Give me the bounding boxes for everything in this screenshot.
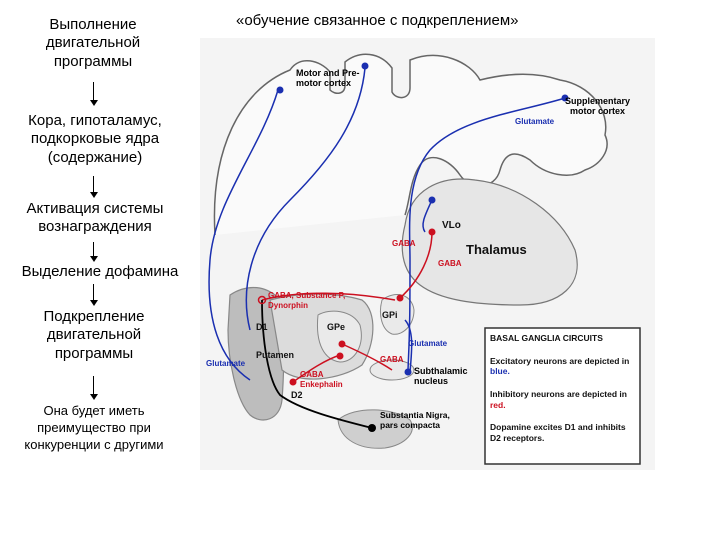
diagram-labels: Motor and Pre-motor cortex Supplementary… [206,68,631,431]
gpe-neuron-2 [336,352,344,360]
flow-arrow-4 [89,284,98,306]
flow-step-2: Кора, гипоталамус, подкорковые ядра (сод… [28,112,162,166]
legend-content: BASAL GANGLIA CIRCUITS Excitatory neuron… [490,333,636,443]
stn-neuron [404,368,412,376]
flow-step-5: Подкрепление двигательной программы [43,308,145,362]
supplementary-to-thalamus-fiber [407,97,566,371]
legend-inhibitory: Inhibitory neurons are depicted in red. [490,389,636,410]
putamen-shape [227,286,285,421]
excitatory-pathways [208,67,566,381]
glutamate-left-label: Glutamate [206,359,246,368]
flow-step-3: Активация системы вознаграждения [26,200,164,236]
glutamate-right-label: Glutamate [408,339,448,348]
gpi-label: GPi [382,310,398,320]
legend-content-wrap: BASAL GANGLIA CIRCUITS Excitatory neuron… [490,333,636,443]
legend-excitatory-text: Excitatory neurons are depicted in [490,355,630,366]
d2-label: D2 [291,390,303,400]
subthalamic-nucleus-label: Subthalamic nucleus [414,366,468,387]
stn-to-gpi-fiber [404,319,413,373]
d1-label: D1 [256,322,268,332]
page-title: «обучение связанное с подкреплением» [236,12,519,29]
legend-box [484,327,641,465]
gpi-neuron [396,294,404,302]
gaba-substance-p-wrap: GABA, Substance P, Dynorphin [268,291,346,310]
flow-step-4: Выделение дофамина [21,263,179,280]
legend-inhibitory-text: Inhibitory neurons are depicted in [490,388,627,399]
vlo-label: VLo [442,220,461,231]
flow-arrow-3 [89,242,98,262]
supplementary-motor-cortex-label: Supplementary motor cortex [564,96,631,117]
cortex-descending-fiber [208,89,279,381]
flow-arrow-5 [89,376,98,400]
putamen-label: Putamen [256,350,294,360]
substantia-nigra-label: Substantia Nigra, pars compacta [380,410,450,431]
gpe-label: GPe [327,322,345,332]
vlo-fiber [422,199,433,233]
thalamus-gaba-neuron [428,228,436,236]
gpe-to-stn-fiber [341,343,393,371]
supplementary-label-wrap: Supplementary motor cortex [564,96,631,117]
legend-dopamine: Dopamine excites D1 and inhibits D2 rece… [490,422,626,443]
vlo-neuron [428,196,436,204]
substantia-nigra-label-wrap: Substantia Nigra, pars compacta [380,410,450,431]
flowchart: Выполнение двигательной программы Кора, … [0,0,200,540]
cortex-to-striatum-fiber [245,67,366,331]
d2-to-gpe-fiber [292,354,341,383]
d1-neuron [257,295,267,305]
gaba-label-1: GABA [392,239,416,248]
dopamine-fiber [261,299,373,429]
flow-step-6: Она будет иметь преимущество при конкуре… [24,403,164,452]
legend-excitatory: Excitatory neurons are depicted in blue. [490,356,636,377]
gpi-to-thalamus-fiber [399,231,433,299]
substantia-nigra-neuron [368,424,376,432]
legend-inhibitory-color: red. [490,399,506,410]
stn-label-wrap: Subthalamic nucleus [414,366,468,387]
flow-step-1: Выполнение двигательной программы [45,16,141,70]
thalamus-label: Thalamus [466,242,527,257]
basal-ganglia-diagram: Motor and Pre-motor cortex Supplementary… [200,38,655,470]
inhibitory-pathways [261,231,433,383]
flow-arrow-2 [89,176,98,198]
thalamus-shape [401,178,578,306]
motor-cortex-label: Motor and Pre-motor cortex [296,68,360,89]
motor-cortex-label-wrap: Motor and Pre-motor cortex [296,68,360,89]
motor-cortex-neuron [276,86,284,94]
glutamate-top-label: Glutamate [515,117,555,126]
gaba-label-2: GABA [438,259,462,268]
legend-excitatory-color: blue. [490,366,510,377]
gpe-neuron [338,340,346,348]
d2-neuron [289,378,297,386]
legend-heading: BASAL GANGLIA CIRCUITS [490,333,603,343]
d1-to-gpi-fiber [261,292,396,301]
neuron-markers [257,62,569,432]
flow-arrow-1 [89,82,98,106]
gaba-enkephalin-label: GABA Enkephalin [300,370,343,389]
premotor-neuron [361,62,369,70]
supplementary-neuron [561,94,569,102]
gaba-label-3: GABA [380,355,404,364]
gaba-substance-p-label: GABA, Substance P, Dynorphin [268,291,346,310]
gaba-enkephalin-wrap: GABA Enkephalin [300,370,343,389]
